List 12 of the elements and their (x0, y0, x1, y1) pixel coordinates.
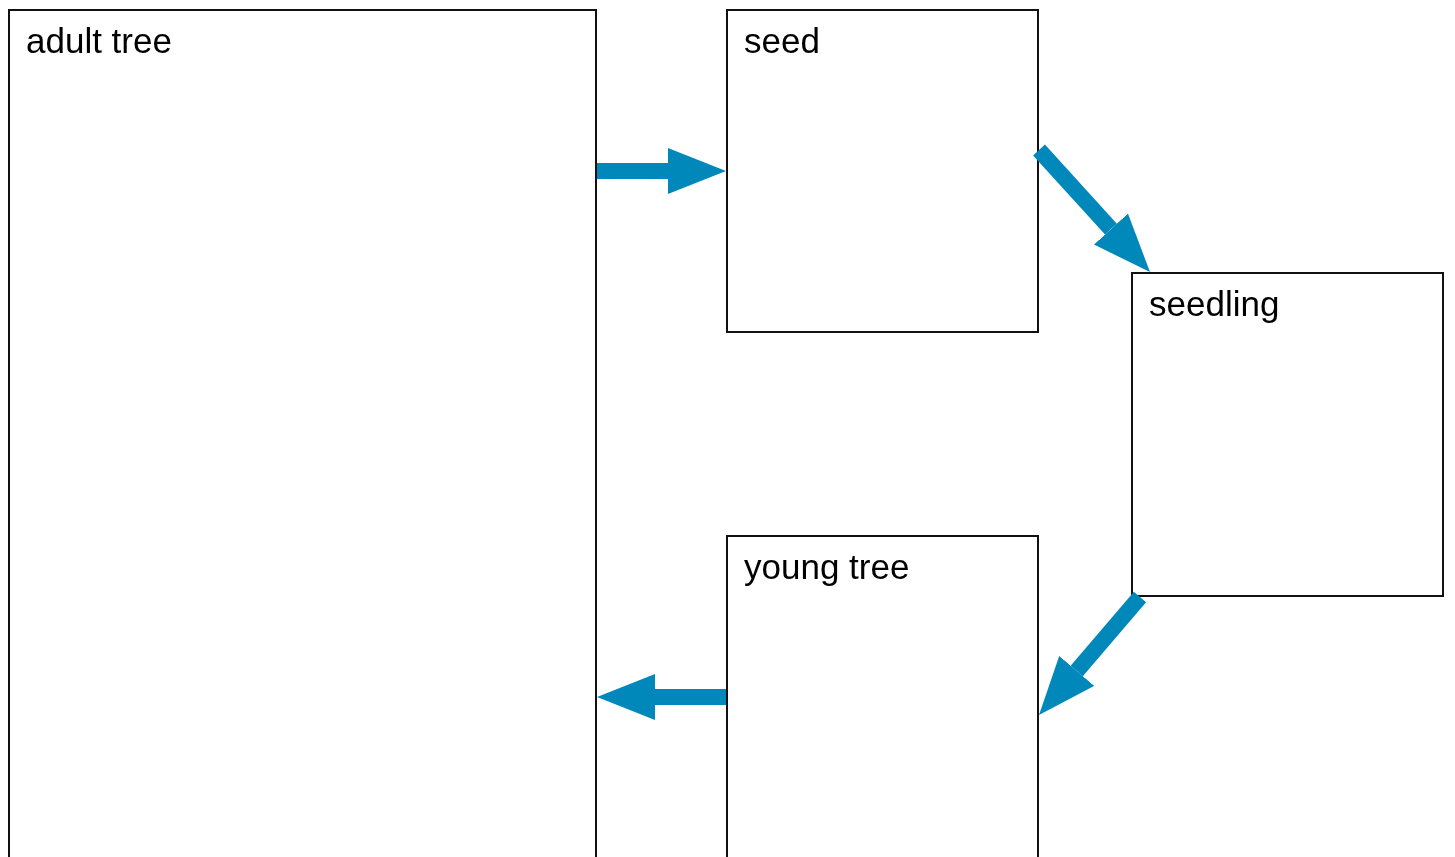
arrow (597, 674, 726, 720)
stage-box (726, 9, 1039, 333)
stage-label: adult tree (26, 21, 172, 61)
arrow (1039, 591, 1147, 715)
stage-box (726, 535, 1039, 857)
stage-label: seed (744, 21, 820, 61)
arrow (1033, 144, 1150, 272)
stage-box (8, 9, 597, 857)
arrow (597, 148, 726, 194)
stage-label: young tree (744, 547, 910, 587)
stage-label: seedling (1149, 284, 1280, 324)
stage-box (1131, 272, 1444, 597)
